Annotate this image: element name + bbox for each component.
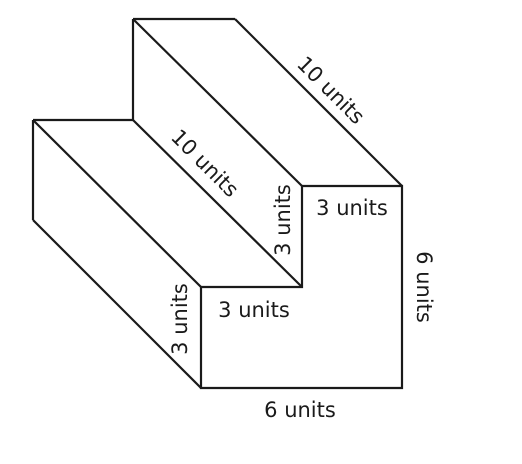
step-crease-slant-edge: [132, 119, 303, 288]
lower-tread-slant-edge: [32, 119, 202, 288]
prism-edges: [31, 17, 404, 390]
bottom-left-slant-edge: [32, 219, 202, 389]
front-right-height-label: 6 units: [412, 251, 436, 323]
lower-tread-width-label: 3 units: [218, 298, 290, 322]
lower-riser-height-label: 3 units: [168, 283, 192, 355]
upper-tread-width-label: 3 units: [316, 196, 388, 220]
top-right-slant-edge: [234, 18, 403, 187]
upper-inner-slant-edge: [132, 18, 303, 187]
upper-riser-height-label: 3 units: [271, 184, 295, 256]
bottom-width-label: 6 units: [264, 398, 336, 422]
top-back-length-label: 10 units: [292, 52, 369, 129]
